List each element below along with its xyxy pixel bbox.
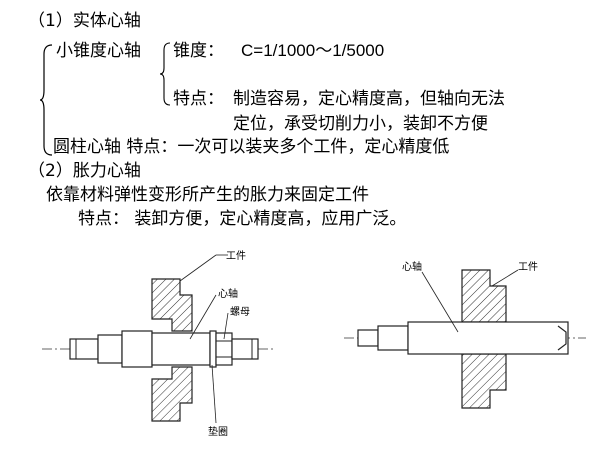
mandrel-body-right <box>407 321 569 355</box>
workpiece-lower <box>151 366 193 422</box>
section1-heading: （1）实体心轴 <box>28 11 141 31</box>
left-mandrel-figure: 工件 心轴 螺母 垫圈 <box>42 250 276 438</box>
right-mandrel-figure: 心轴 工件 <box>344 260 586 409</box>
label-workpiece-left: 工件 <box>226 250 246 262</box>
mandrel-body <box>151 332 211 366</box>
outer-brace <box>40 44 53 156</box>
workpiece-upper-right <box>461 269 507 323</box>
section2-description: 依靠材料弹性变形所产生的胀力来固定工件 <box>46 185 369 205</box>
workpiece-upper <box>151 278 193 332</box>
label-nut-left: 螺母 <box>230 306 250 318</box>
section2-features: 特点： 装卸方便，定心精度高，应用广泛。 <box>78 209 407 229</box>
cylindrical-mandrel-line: 圆柱心轴 特点：一次可以装夹多个工件，定心精度低 <box>53 137 450 157</box>
taper-label: 锥度： <box>173 41 224 61</box>
features-line1: 制造容易，定心精度高，但轴向无法 <box>233 89 505 109</box>
taper-value: C=1/1000～1/5000 <box>241 41 385 60</box>
washer <box>209 330 217 368</box>
inner-brace <box>160 42 171 106</box>
section2-heading: （2）胀力心轴 <box>28 161 141 181</box>
workpiece-lower-right <box>461 353 507 409</box>
features-label: 特点： <box>173 89 224 109</box>
features-line2: 定位，承受切削力小，装卸不方便 <box>233 114 488 134</box>
label-mandrel-left: 心轴 <box>218 287 238 300</box>
label-workpiece-right: 工件 <box>518 261 538 273</box>
label-mandrel-right: 心轴 <box>402 260 422 273</box>
label-washer-left: 垫圈 <box>208 425 228 438</box>
small-taper-mandrel-label: 小锥度心轴 <box>56 41 141 61</box>
